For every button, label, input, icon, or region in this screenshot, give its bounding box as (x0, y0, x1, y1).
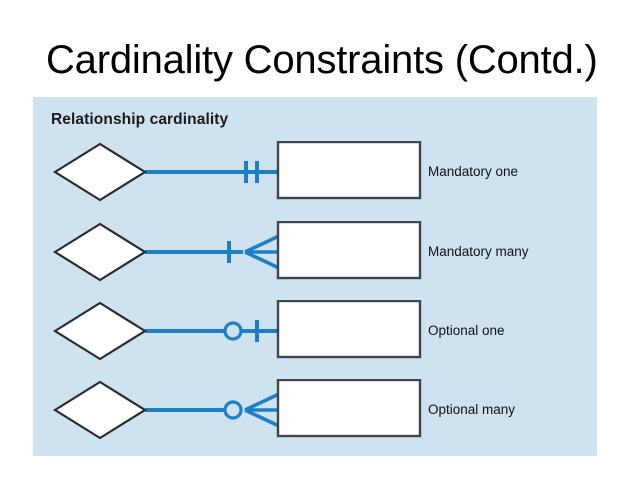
relationship-diamond (52, 380, 148, 440)
relationship-diamond (52, 142, 148, 202)
cardinality-row: Mandatory many (33, 221, 597, 283)
cardinality-label: Mandatory one (428, 164, 519, 179)
entity-rectangle (276, 221, 422, 280)
notation-optional-one (52, 300, 422, 361)
relationship-diamond (52, 222, 148, 282)
cardinality-label: Mandatory many (428, 244, 529, 259)
crows-foot-icon (244, 234, 280, 254)
entity-rectangle (276, 379, 422, 438)
cardinality-label: Optional one (428, 323, 505, 338)
diagram-heading: Relationship cardinality (51, 111, 229, 128)
relationship-diamond (52, 301, 148, 361)
cardinality-row: Optional one (33, 300, 597, 362)
relationship-cardinality-diagram: Relationship cardinality Mandatory one (33, 97, 597, 456)
page-title: Cardinality Constraints (Contd.) (46, 38, 598, 82)
notation-mandatory-one (52, 141, 422, 202)
cardinality-label: Optional many (428, 402, 516, 417)
cardinality-row: Optional many (33, 379, 597, 441)
crows-foot-icon (244, 408, 280, 428)
crows-foot-icon (244, 250, 280, 270)
entity-rectangle (276, 141, 422, 200)
optional-circle-icon (223, 321, 243, 341)
cardinality-row: Mandatory one (33, 141, 597, 203)
notation-optional-many (52, 379, 422, 440)
entity-rectangle (276, 300, 422, 359)
optional-circle-icon (223, 400, 243, 420)
crows-foot-icon (244, 392, 280, 412)
notation-mandatory-many (52, 221, 422, 282)
